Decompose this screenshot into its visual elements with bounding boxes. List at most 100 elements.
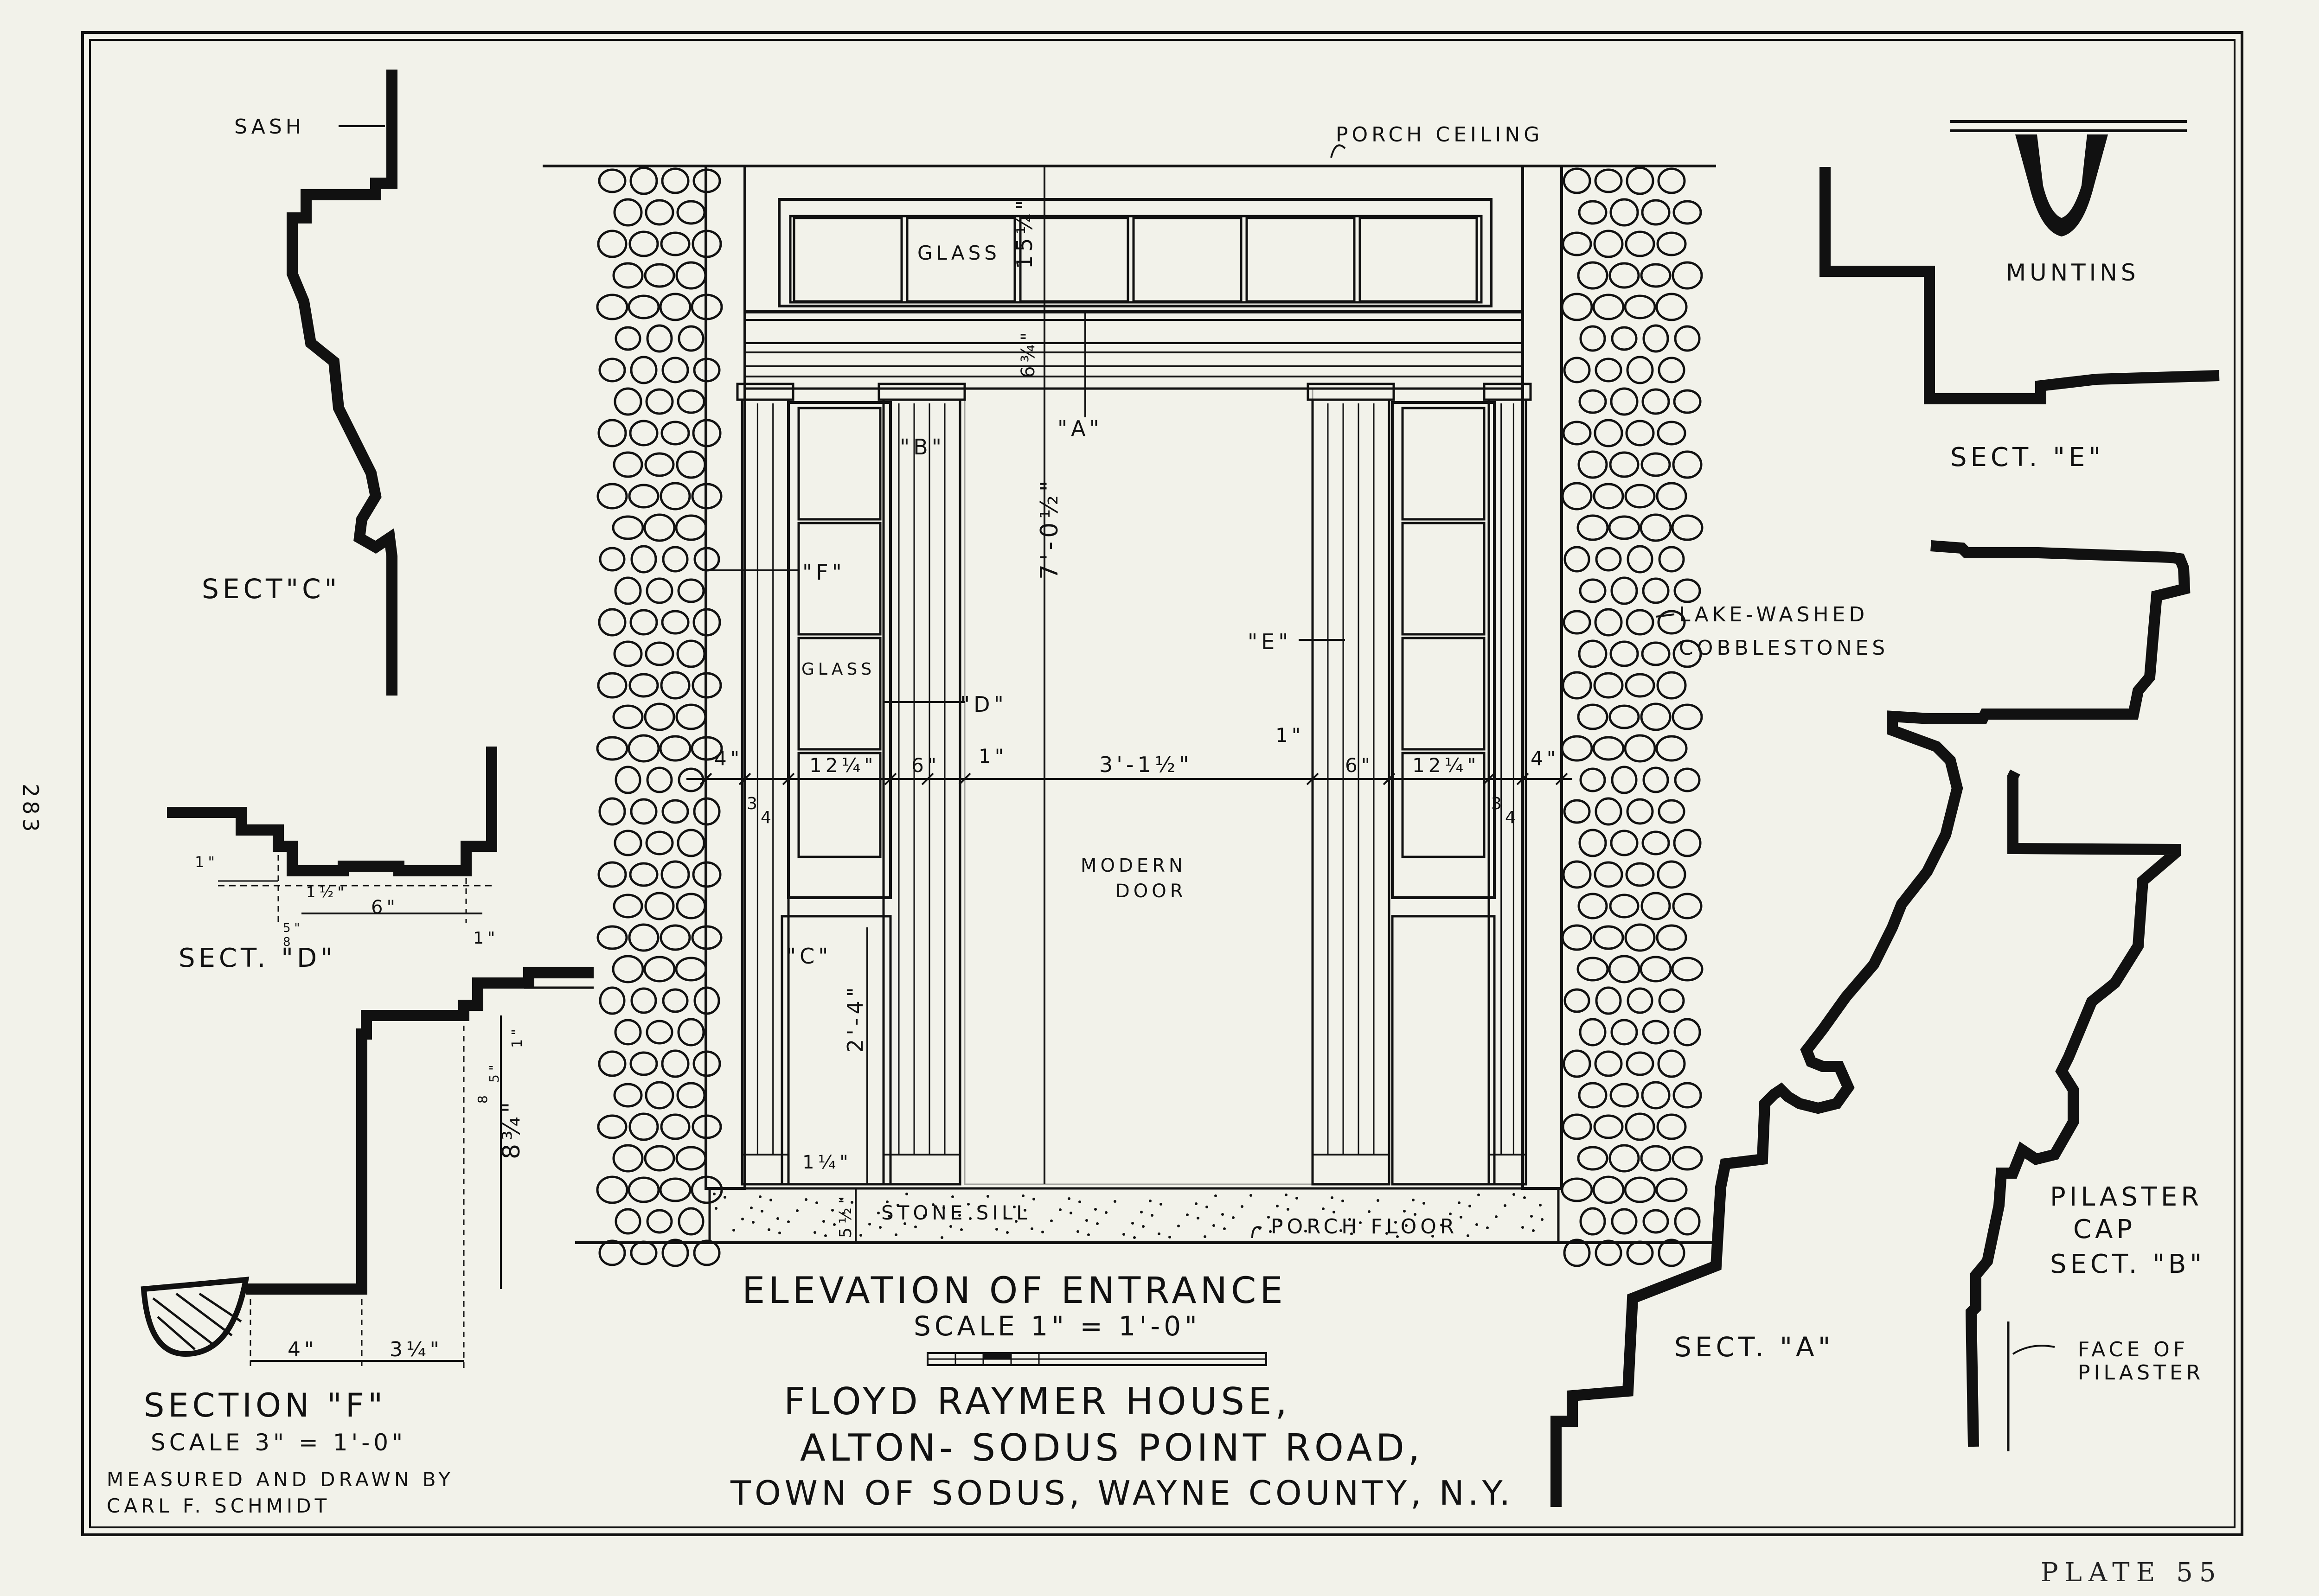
sill-speck <box>1414 1213 1416 1216</box>
sill-speck <box>1105 1211 1108 1214</box>
cobblestone <box>613 1083 643 1108</box>
cobblestone <box>598 608 627 637</box>
cobblestone <box>1593 925 1624 950</box>
cobblestone <box>646 1209 673 1234</box>
road-name: ALTON- SODUS POINT ROAD, <box>800 1426 1423 1469</box>
cobblestone <box>1563 610 1591 635</box>
cobblestone <box>1563 799 1591 824</box>
sill-speck <box>759 1195 762 1198</box>
dim-tick <box>1516 772 1529 785</box>
sill-speck <box>1350 1232 1353 1235</box>
dim-right-6: 6" <box>1345 754 1374 777</box>
sill-speck <box>1024 1209 1026 1212</box>
cobblestone <box>1592 736 1625 761</box>
cobblestone <box>1562 671 1592 700</box>
dim-right-4: 4" <box>1531 747 1559 770</box>
cobblestone-wall-left <box>596 166 723 1267</box>
cobblestone <box>1655 293 1688 321</box>
sect-d-profile <box>167 747 497 876</box>
dim-tick <box>1383 772 1396 785</box>
sill-speck <box>1267 1216 1270 1219</box>
sill-speck <box>1050 1219 1053 1222</box>
sill-speck <box>877 1212 880 1214</box>
cobblestone <box>597 419 627 447</box>
cobblestone <box>676 639 706 668</box>
cobblestone <box>1672 261 1703 290</box>
sill-speck <box>960 1228 963 1231</box>
sect-a-profile <box>1550 540 2191 1507</box>
cobblestone <box>660 860 690 889</box>
sill-speck <box>914 1226 917 1228</box>
sill-speck <box>1070 1212 1072 1214</box>
sill-speck <box>1467 1234 1469 1237</box>
cobblestone <box>1592 294 1625 320</box>
leader-cobble <box>1655 613 1675 618</box>
cobblestone <box>597 861 627 888</box>
sect-b-label-1: PILASTER <box>2050 1182 2203 1212</box>
sill-speck <box>995 1228 998 1231</box>
cobblestone <box>1641 388 1670 415</box>
sill-speck <box>822 1220 825 1223</box>
sill-speck <box>1212 1224 1215 1227</box>
cobblestone <box>1624 294 1656 319</box>
sill-speck <box>1094 1208 1097 1211</box>
cobblestone <box>630 545 657 574</box>
sect-f-hatch <box>152 1292 242 1350</box>
sill-speck <box>1313 1219 1316 1221</box>
sill-speck <box>796 1209 799 1212</box>
cobblestone <box>1610 830 1639 856</box>
cobblestone <box>660 671 691 700</box>
sect-b-label-2: CAP <box>2073 1214 2136 1245</box>
sill-speck <box>1394 1221 1397 1224</box>
sill-speck <box>1221 1213 1224 1216</box>
cobblestone <box>597 672 628 699</box>
cobblestone <box>1609 451 1640 478</box>
sill-speck <box>1041 1231 1044 1233</box>
cobblestone <box>1640 513 1672 542</box>
sill-speck <box>1341 1200 1344 1202</box>
cobblestone <box>614 1019 642 1046</box>
callout-a: "A" <box>1057 416 1103 441</box>
cobblestone <box>1658 546 1685 573</box>
sect-d-dim-1: 1" <box>195 853 218 871</box>
sill-speck <box>897 1204 899 1207</box>
cobblestone <box>630 798 658 825</box>
cobblestone <box>1563 546 1590 573</box>
cobblestone <box>615 766 641 794</box>
cobblestone <box>676 893 706 919</box>
cobblestone <box>1626 356 1654 384</box>
cobblestone <box>1595 547 1622 572</box>
sill-speck <box>1431 1235 1434 1238</box>
sill-speck <box>750 1207 753 1209</box>
face-of-pilaster-leader <box>2012 1345 2055 1355</box>
sill-speck <box>1151 1214 1153 1217</box>
pilaster-cap <box>878 383 966 401</box>
cobblestone <box>645 830 674 855</box>
cobblestone <box>629 166 658 195</box>
sill-speck <box>1276 1205 1279 1207</box>
dim-tick <box>738 772 751 785</box>
cobblestone <box>646 577 673 604</box>
sill-speck <box>1085 1219 1088 1222</box>
sill-speck <box>1504 1204 1506 1207</box>
sill-speck <box>1368 1210 1371 1213</box>
sill-speck <box>978 1206 980 1209</box>
sill-speck <box>1158 1232 1160 1235</box>
sill-speck <box>776 1217 779 1220</box>
pilasters <box>736 383 1532 1186</box>
sill-speck <box>1168 1236 1171 1238</box>
cobblestone <box>1561 482 1593 511</box>
dim-transom-height: 15¼" <box>1012 197 1037 269</box>
sidelight-right <box>1391 401 1496 1186</box>
section-d: 1" 1½" 5" 8 6" 1" SECT. "D" <box>167 747 497 973</box>
callout-c: "C" <box>786 944 832 969</box>
cobblestone <box>676 200 706 225</box>
credit-line-2: CARL F. SCHMIDT <box>107 1494 330 1517</box>
sill-speck <box>851 1201 853 1204</box>
dim-left-4: 4" <box>714 747 743 770</box>
sill-speck <box>831 1209 834 1212</box>
cobblestone <box>1672 703 1703 730</box>
cobblestone <box>597 230 628 258</box>
cobblestone <box>614 830 642 856</box>
dim-tick <box>884 772 897 785</box>
